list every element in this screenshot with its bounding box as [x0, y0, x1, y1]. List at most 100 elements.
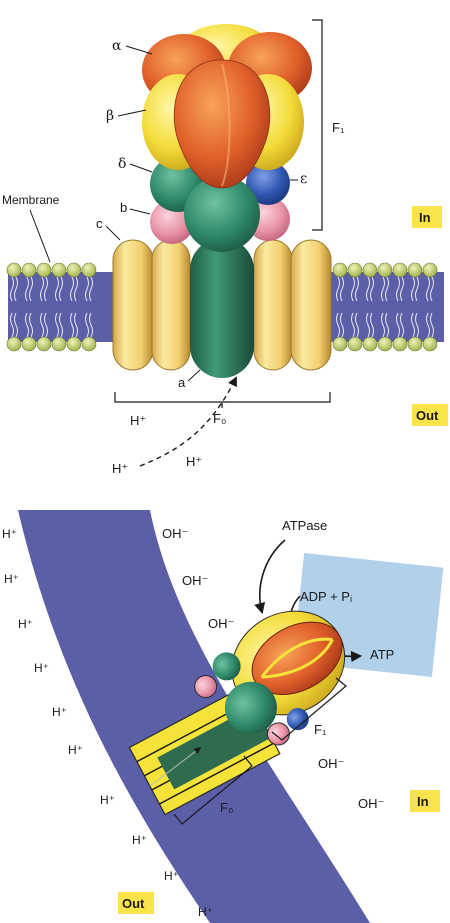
lipid-tail — [25, 312, 33, 338]
epsilon-subunit — [246, 161, 290, 205]
lipid-tail — [396, 312, 404, 338]
h-plus-label-1: H⁺ — [130, 413, 146, 428]
atp-label: ATP — [370, 647, 394, 662]
lipid-tail — [366, 312, 374, 338]
phospholipid-head — [377, 262, 393, 278]
lipid-tail — [40, 276, 48, 302]
atpase-arrow — [254, 539, 286, 615]
tilted-gamma — [224, 681, 277, 734]
lipid-tail — [40, 312, 48, 338]
out-tag-top-bg — [412, 404, 448, 426]
oh-label-5: OH⁻ — [358, 796, 384, 811]
c-label: c — [96, 216, 103, 231]
phospholipid-head — [362, 336, 378, 352]
h-label-b4: H⁺ — [34, 661, 49, 675]
in-tag-top: In — [419, 210, 431, 225]
h-label-b3: H⁺ — [18, 617, 33, 631]
tilted-epsilon — [286, 708, 309, 731]
bottom-panel: ADP + Pᵢ ATP ATPase F₁ F₀ — [2, 510, 444, 923]
lipid-tail — [336, 276, 344, 302]
lipid-tail — [411, 312, 419, 338]
phospholipid-head — [422, 336, 438, 352]
phospholipid-head — [377, 336, 393, 352]
in-tag-bottom: In — [417, 794, 429, 809]
lipid-tail — [85, 312, 93, 338]
phospholipid-head — [36, 336, 52, 352]
f1-bracket-bottom — [271, 677, 347, 741]
lipid-tail — [70, 276, 78, 302]
tilted-synthase — [128, 610, 346, 816]
phospholipid-head — [81, 336, 97, 352]
alpha-subunit-front — [173, 59, 271, 189]
tilted-b-top — [194, 675, 218, 699]
oh-label-3: OH⁻ — [208, 616, 234, 631]
delta-label: δ — [118, 156, 126, 172]
phospholipid-head — [51, 336, 67, 352]
gamma-subunit — [184, 176, 260, 252]
b-label: b — [120, 200, 127, 215]
h-label-b8: H⁺ — [132, 833, 147, 847]
f1-label: F₁ — [332, 120, 345, 135]
lipid-tail — [351, 312, 359, 338]
alpha-label: α — [112, 38, 122, 54]
in-tag-top-bg — [412, 206, 442, 228]
lipid-tail — [381, 312, 389, 338]
lipid-tail — [10, 276, 18, 302]
phospholipid-head — [21, 336, 37, 352]
in-tag-bottom-bg — [410, 790, 440, 812]
lipid-tail — [25, 276, 33, 302]
phospholipid-head — [36, 262, 52, 278]
lipid-tail — [55, 276, 63, 302]
phospholipid-head — [407, 336, 423, 352]
oh-label-1: OH⁻ — [162, 526, 188, 541]
a-subunit-stalk — [190, 238, 254, 378]
lipid-tail — [10, 312, 18, 338]
f1-head — [142, 24, 312, 189]
h-label-b10: H⁺ — [198, 905, 213, 919]
out-tag-bottom-bg — [118, 892, 154, 914]
phospholipid-head — [347, 262, 363, 278]
beta-label: β — [106, 108, 114, 124]
membrane-label: Membrane — [2, 193, 60, 207]
phospholipid-head — [6, 336, 22, 352]
tilted-b-bottom — [266, 722, 290, 746]
lipid-tail — [70, 312, 78, 338]
phospholipid-head — [21, 262, 37, 278]
lipid-tail — [426, 312, 434, 338]
oh-label-4: OH⁻ — [318, 756, 344, 771]
lipid-tail — [396, 276, 404, 302]
tilted-delta — [212, 652, 241, 681]
h-label-b7: H⁺ — [100, 793, 115, 807]
out-tag-bottom: Out — [122, 896, 145, 911]
phospholipid-head — [422, 262, 438, 278]
lipid-tail — [351, 276, 359, 302]
lipid-tail — [85, 276, 93, 302]
phospholipid-head — [392, 336, 408, 352]
lipid-tail — [411, 276, 419, 302]
phospholipid-head — [332, 262, 348, 278]
lipid-tail — [336, 312, 344, 338]
lipid-tail — [366, 276, 374, 302]
out-tag-top: Out — [416, 408, 439, 423]
phospholipid-head — [66, 262, 82, 278]
f0-bracket-bottom — [173, 755, 253, 825]
top-panel: F₁ F₀ α β δ ε b c a Membrane H⁺ H⁺ H⁺ In… — [2, 19, 448, 476]
phospholipid-head — [81, 262, 97, 278]
h-label-b9: H⁺ — [164, 869, 179, 883]
lipid-tail — [55, 312, 63, 338]
f1-bracket — [312, 19, 323, 231]
atpase-label: ATPase — [282, 518, 327, 533]
h-label-b6: H⁺ — [68, 743, 83, 757]
lipid-tail — [381, 276, 389, 302]
phospholipid-head — [6, 262, 22, 278]
lipid-heads — [6, 262, 438, 352]
f0-bracket — [114, 392, 331, 403]
adp-pi-label: ADP + Pᵢ — [300, 589, 352, 604]
h-label-b5: H⁺ — [52, 705, 67, 719]
oh-label-2: OH⁻ — [182, 573, 208, 588]
phospholipid-head — [347, 336, 363, 352]
phospholipid-head — [407, 262, 423, 278]
h-plus-label-2: H⁺ — [112, 461, 128, 476]
lipid-tails — [10, 276, 434, 338]
